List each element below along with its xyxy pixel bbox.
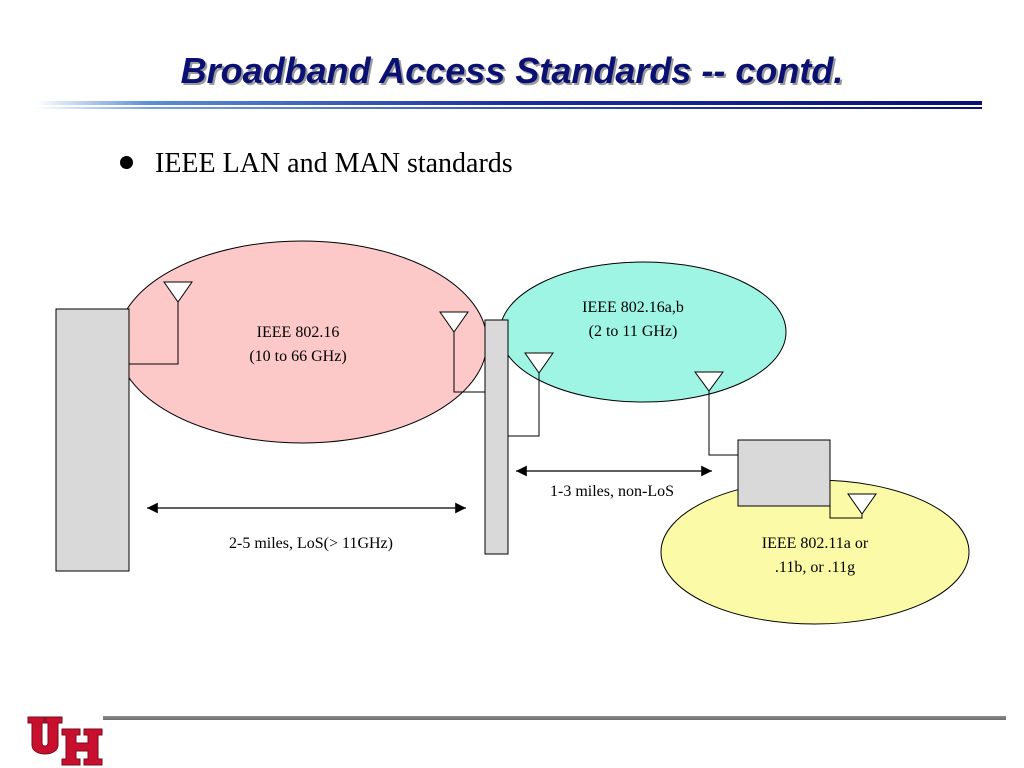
ieee-80216ab-label-line1: IEEE 802.16a,b [582,299,684,316]
distance-label-nonlos: 1-3 miles, non-LoS [550,483,674,500]
ieee-80216-coverage-ellipse [116,240,488,444]
footer-rule [103,716,1006,720]
bullet-text: IEEE LAN and MAN standards [155,148,513,179]
ieee-80211-label-line2: .11b, or .11g [775,559,855,576]
title-underline-thin [35,107,982,109]
ieee-80211-label-line1: IEEE 802.11a or [762,535,869,552]
antenna-icon [694,371,738,456]
subscriber-building [737,439,831,507]
university-logo-icon [27,716,103,766]
bullet-item: IEEE LAN and MAN standards [120,148,513,180]
antenna-icon [439,311,485,393]
bullet-dot-icon [120,156,133,170]
base-station-tower-left [55,308,130,572]
ieee-80216-label-line2: (10 to 66 GHz) [249,348,346,365]
antenna-icon [508,352,554,437]
antenna-icon [829,491,877,519]
ieee-80216ab-label-line2: (2 to 11 GHz) [589,323,678,340]
antenna-icon [129,281,193,365]
distance-label-los: 2-5 miles, LoS(> 11GHz) [229,535,393,552]
slide-title: Broadband Access Standards -- contd. [180,50,844,91]
relay-tower-middle [484,319,509,555]
title-underline [35,101,982,105]
ieee-80216-label-line1: IEEE 802.16 [257,324,340,341]
